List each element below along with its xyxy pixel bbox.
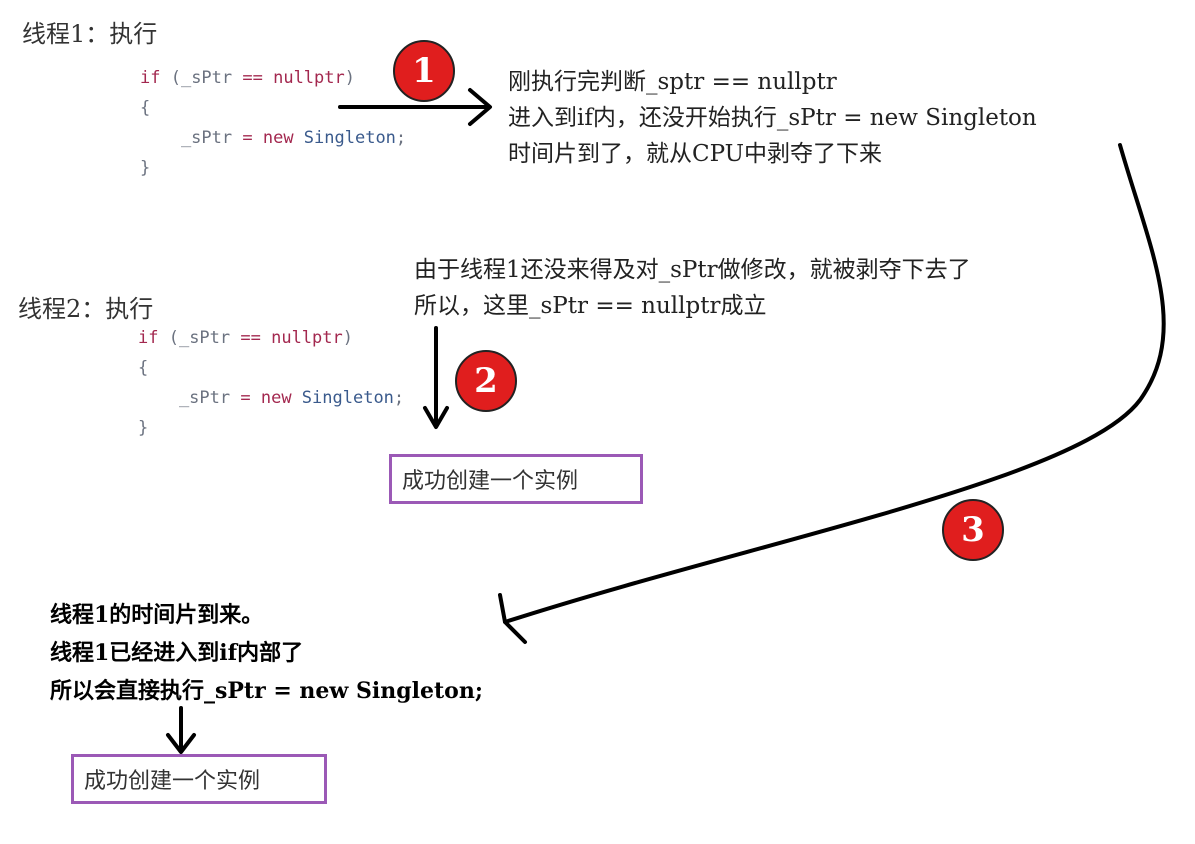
- keyword-nullptr: nullptr: [262, 68, 345, 88]
- note-line: 所以会直接执行_sPtr = new Singleton;: [50, 678, 483, 704]
- note-line: 时间片到了，就从CPU中剥夺了下来: [508, 141, 883, 167]
- code-line-if: if (_sPtr == nullptr): [138, 323, 404, 353]
- keyword-if: if: [140, 68, 161, 88]
- code-var: _sPtr: [138, 388, 241, 408]
- step-badge-3: 3: [942, 499, 1004, 561]
- note-line: 进入到if内，还没开始执行_sPtr = new Singleton: [508, 105, 1037, 131]
- code-op: =: [240, 388, 251, 408]
- thread1-heading: 线程1：执行: [22, 20, 158, 48]
- arrow-4: [166, 706, 196, 754]
- keyword-if: if: [138, 328, 159, 348]
- keyword-new: new: [250, 388, 292, 408]
- note-line: 刚执行完判断_sptr == nullptr: [508, 69, 837, 95]
- thread2-note: 由于线程1还没来得及对_sPtr做修改，就被剥夺下去了 所以，这里_sPtr =…: [414, 252, 971, 324]
- code-semicolon: ;: [393, 388, 405, 408]
- code-var: _sPtr: [140, 128, 243, 148]
- code-line-if: if (_sPtr == nullptr): [140, 63, 406, 93]
- thread2-heading: 线程2：执行: [18, 295, 154, 323]
- code-var: (_sPtr: [160, 68, 243, 88]
- code-semicolon: ;: [395, 128, 407, 148]
- code-type: Singleton: [293, 128, 396, 148]
- code-close-brace: }: [138, 418, 149, 438]
- code-op: =: [242, 128, 253, 148]
- result-box-thread1: 成功创建一个实例: [71, 754, 327, 804]
- code-op: ==: [242, 68, 263, 88]
- keyword-new: new: [252, 128, 294, 148]
- step-badge-2: 2: [455, 350, 517, 412]
- arrow-1: [338, 88, 492, 126]
- note-line: 线程1已经进入到if内部了: [50, 640, 304, 666]
- arrow-2: [423, 326, 449, 429]
- code-paren: ): [344, 68, 355, 88]
- code-open-brace: {: [138, 358, 149, 378]
- keyword-nullptr: nullptr: [260, 328, 343, 348]
- code-line-assign: _sPtr = new Singleton;: [140, 123, 406, 153]
- code-open-brace: {: [140, 98, 151, 118]
- code-op: ==: [240, 328, 261, 348]
- code-type: Singleton: [291, 388, 394, 408]
- note-line: 所以，这里_sPtr == nullptr成立: [414, 293, 767, 319]
- thread1-note: 刚执行完判断_sptr == nullptr 进入到if内，还没开始执行_sPt…: [508, 64, 1037, 172]
- thread1-code-block: if (_sPtr == nullptr) { _sPtr = new Singl…: [140, 63, 406, 183]
- step-badge-1: 1: [393, 40, 455, 102]
- code-var: (_sPtr: [158, 328, 241, 348]
- note-line: 由于线程1还没来得及对_sPtr做修改，就被剥夺下去了: [414, 257, 971, 283]
- result-box-thread2: 成功创建一个实例: [389, 454, 643, 504]
- note-line: 线程1的时间片到来。: [50, 602, 264, 628]
- code-close-brace: }: [140, 158, 151, 178]
- code-line-assign: _sPtr = new Singleton;: [138, 383, 404, 413]
- code-paren: ): [342, 328, 353, 348]
- thread2-code-block: if (_sPtr == nullptr) { _sPtr = new Singl…: [138, 323, 404, 443]
- thread1-resume-note: 线程1的时间片到来。 线程1已经进入到if内部了 所以会直接执行_sPtr = …: [50, 596, 483, 710]
- arrow-3: [498, 143, 1166, 644]
